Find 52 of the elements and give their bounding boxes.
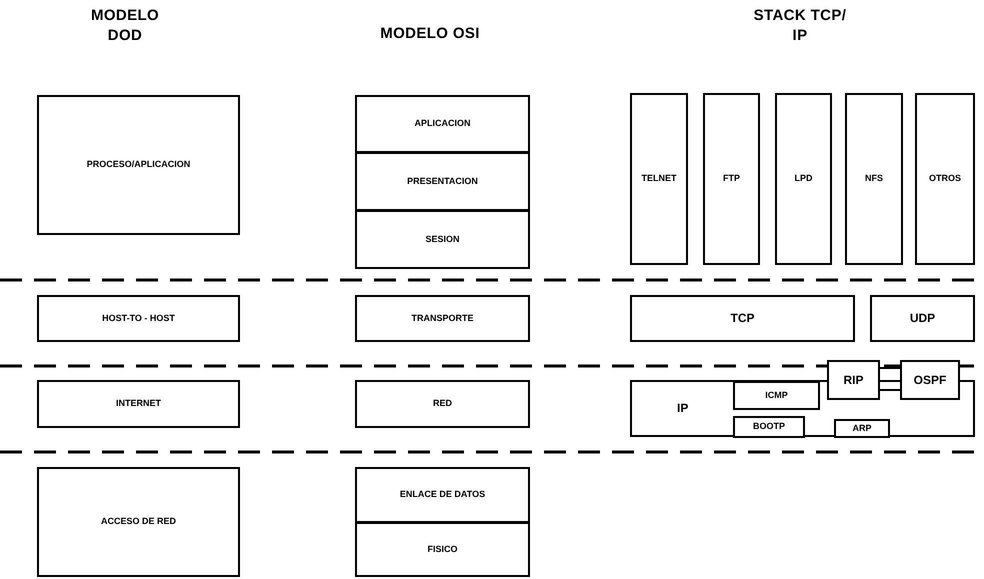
layer-label: ICMP	[765, 390, 788, 402]
layer-box	[37, 467, 240, 577]
layer-label: RED	[432, 398, 452, 410]
column-heading: MODELO OSI	[379, 24, 481, 44]
layer-box	[834, 419, 890, 438]
layer-box	[355, 522, 530, 577]
layer-label: TELNET	[642, 173, 676, 185]
layer-label: ENLACE DE DATOS	[400, 489, 486, 501]
layer-label: LPD	[794, 173, 812, 185]
layer-label: FISICO	[427, 544, 458, 556]
layer-box	[355, 95, 530, 153]
layer-box	[845, 93, 903, 265]
layer-label: APLICACION	[414, 118, 470, 130]
connector-line	[880, 389, 900, 391]
layer-label: HOST-TO - HOST	[102, 312, 175, 324]
layer-box	[630, 295, 855, 342]
layer-box	[827, 360, 880, 400]
layer-box	[37, 95, 240, 235]
layer-box	[355, 210, 530, 269]
layer-box	[630, 93, 688, 265]
layer-box	[870, 295, 975, 342]
layer-box	[355, 295, 530, 342]
layer-box	[703, 93, 760, 265]
layer-box	[37, 295, 240, 342]
layer-label: UDP	[910, 311, 936, 326]
layer-box	[355, 152, 530, 211]
layer-label: ACCESO DE RED	[100, 516, 176, 528]
layer-label: INTERNET	[116, 398, 161, 410]
layer-label: OSPF	[914, 372, 946, 388]
connector-line	[880, 367, 900, 369]
layer-label: TCP	[730, 311, 754, 326]
layer-label: PROCESO/APLICACION	[86, 159, 190, 171]
layer-box	[355, 380, 530, 428]
layer-label: NFS	[865, 173, 883, 185]
layer-label: SESION	[425, 234, 460, 246]
layer-box	[355, 467, 530, 523]
layer-box	[733, 416, 805, 438]
column-heading: MODELO DOD	[90, 6, 160, 46]
column-heading: STACK TCP/ IP	[752, 6, 848, 46]
layer-box	[733, 381, 820, 410]
layer-label: BOOTP	[752, 421, 785, 433]
layer-box	[37, 380, 240, 428]
layer-label: PRESENTACION	[407, 176, 478, 188]
layer-label: ARP	[852, 422, 872, 434]
layer-box	[775, 93, 832, 265]
layer-label: IP	[677, 401, 688, 416]
layer-label: FTP	[723, 173, 740, 185]
layer-label: OTROS	[928, 173, 961, 185]
layer-label: RIP	[843, 372, 864, 388]
layer-box	[915, 93, 975, 265]
layer-label: TRANSPORTE	[411, 312, 474, 324]
layer-box	[900, 360, 960, 400]
